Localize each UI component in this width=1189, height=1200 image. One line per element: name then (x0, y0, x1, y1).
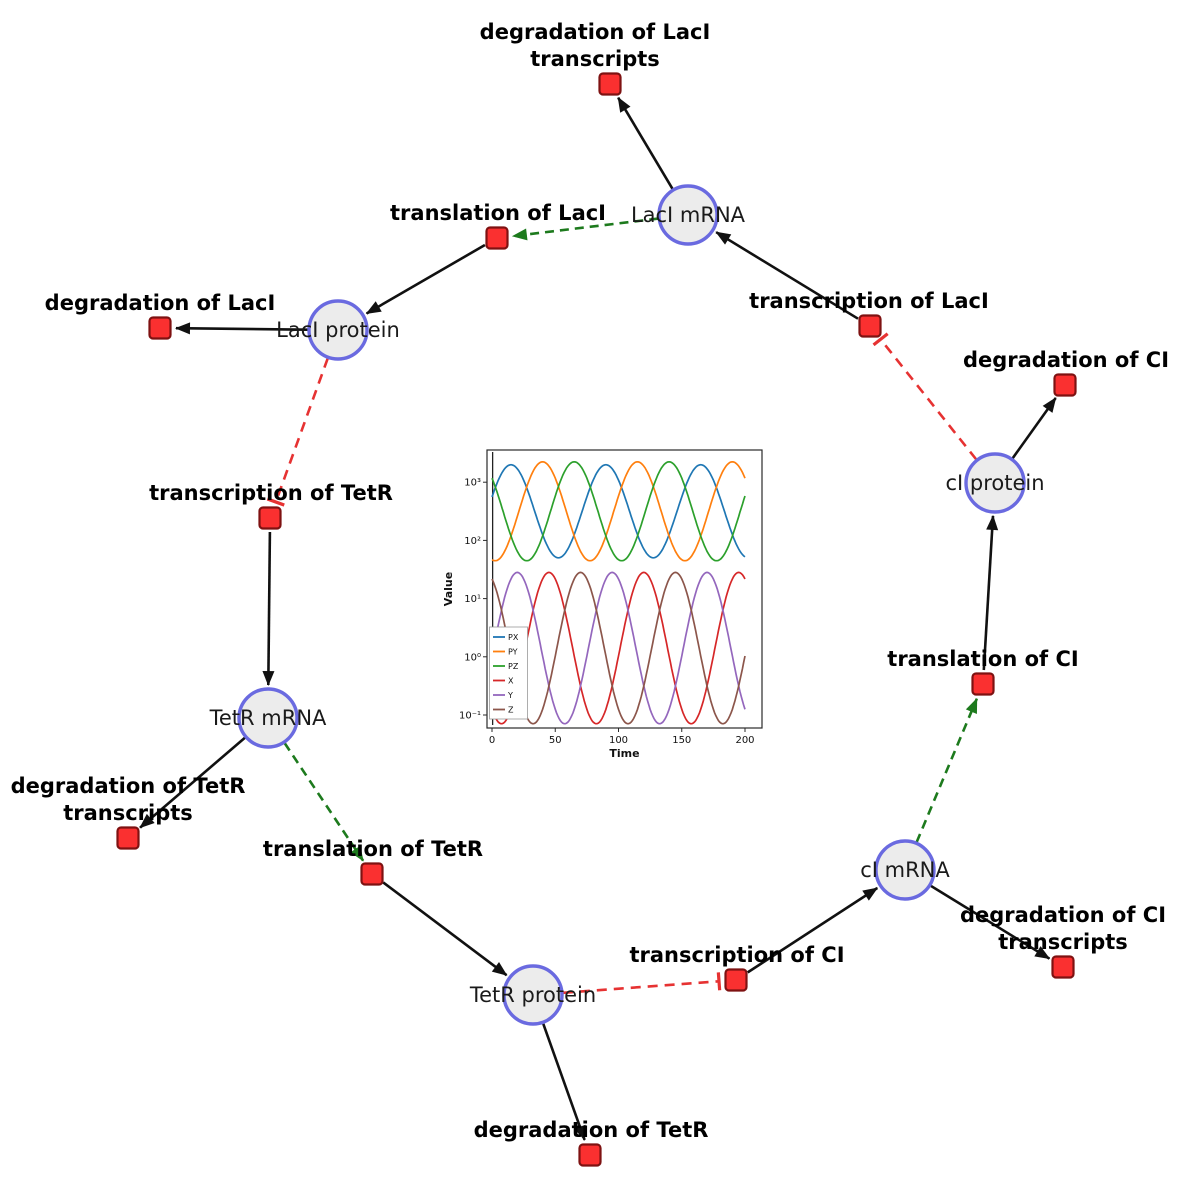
species-label-laci_protein: LacI protein (276, 318, 400, 342)
x-tick-label: 200 (735, 735, 754, 746)
species-label-ci_mrna: cI mRNA (860, 858, 950, 882)
reaction-label-deg_ci_tx-line1: degradation of CI (960, 903, 1166, 927)
edge-consume-ci_protein-deg_ci (1011, 397, 1057, 460)
species-label-ci_protein: cI protein (945, 471, 1044, 495)
legend-label-Z: Z (508, 706, 514, 715)
reaction-label-deg_tetr_tx-line1: degradation of TetR (11, 774, 246, 798)
species-node-tetr_mrna[interactable] (237, 687, 299, 749)
y-tick-label: 10⁰ (464, 652, 481, 663)
legend-label-PY: PY (508, 648, 518, 657)
y-tick-label: 10⁻¹ (459, 711, 481, 722)
species-label-tetr_protein: TetR protein (469, 983, 596, 1007)
edge-activate-tetr_mrna-translation_tetr (283, 742, 365, 862)
reaction-node-translation_ci[interactable] (971, 672, 995, 696)
legend-label-PZ: PZ (508, 662, 519, 671)
reaction-label-transcription_laci: transcription of LacI (749, 289, 989, 313)
series-Z (491, 571, 746, 725)
species-node-tetr_protein[interactable] (502, 964, 564, 1026)
reaction-node-translation_laci[interactable] (485, 226, 509, 250)
legend-box (489, 626, 528, 720)
reaction-label-deg_tetr: degradation of TetR (474, 1118, 709, 1142)
reaction-label-deg_tetr_tx-line2: transcripts (63, 801, 193, 825)
edge-produce-transcription_tetr-tetr_mrna (262, 531, 275, 686)
reaction-label-translation_tetr: translation of TetR (263, 837, 483, 861)
edge-produce-translation_tetr-tetr_protein (382, 881, 508, 977)
reaction-node-deg_laci_tx[interactable] (598, 72, 622, 96)
edges-layer (139, 96, 1057, 1141)
edge-consume-tetr_protein-deg_tetr (541, 1022, 586, 1141)
edge-inhibit-ci_protein-transcription_laci (872, 332, 978, 461)
x-tick-label: 100 (609, 735, 628, 746)
reaction-node-transcription_ci[interactable] (724, 968, 748, 992)
series-X (491, 571, 746, 725)
reaction-label-translation_laci: translation of LacI (390, 201, 606, 225)
reaction-label-translation_ci: translation of CI (887, 647, 1078, 671)
species-label-tetr_mrna: TetR mRNA (209, 706, 327, 730)
species-label-laci_mrna: LacI mRNA (631, 203, 746, 227)
reaction-node-transcription_laci[interactable] (858, 314, 882, 338)
series-PX (491, 463, 746, 559)
reaction-node-transcription_tetr[interactable] (258, 506, 282, 530)
reaction-label-deg_laci: degradation of LacI (45, 291, 276, 315)
y-tick-label: 10³ (464, 478, 481, 489)
reaction-node-deg_tetr[interactable] (578, 1143, 602, 1167)
edge-inhibit-laci_protein-transcription_tetr (266, 357, 330, 507)
edge-produce-transcription_ci-ci_mrna (746, 886, 879, 974)
edge-consume-tetr_mrna-deg_tetr_tx (139, 736, 247, 829)
x-tick-label: 50 (549, 735, 562, 746)
y-axis-label: Value (442, 572, 455, 606)
reaction-label-transcription_tetr: transcription of TetR (149, 481, 393, 505)
x-tick-label: 0 (489, 735, 495, 746)
reaction-node-deg_tetr_tx[interactable] (116, 826, 140, 850)
legend-label-Y: Y (507, 691, 513, 700)
legend-label-PX: PX (508, 633, 519, 642)
edge-activate-laci_mrna-translation_laci (511, 217, 659, 241)
reaction-node-deg_ci_tx[interactable] (1051, 955, 1075, 979)
legend-label-X: X (508, 677, 514, 686)
series-PY (491, 460, 746, 562)
series-Y (491, 571, 746, 725)
reaction-label-transcription_ci: transcription of CI (629, 943, 844, 967)
species-node-ci_protein[interactable] (964, 452, 1026, 514)
edge-produce-translation_laci-laci_protein (365, 243, 486, 315)
edge-activate-ci_mrna-translation_ci (915, 697, 978, 843)
x-axis-label: Time (609, 747, 639, 760)
species-node-ci_mrna[interactable] (874, 839, 936, 901)
edge-consume-ci_mrna-deg_ci_tx (929, 884, 1051, 960)
reaction-label-deg_ci_tx-line2: transcripts (998, 930, 1128, 954)
nodes-layer (116, 72, 1077, 1167)
series-PZ (491, 460, 746, 562)
edge-consume-laci_protein-deg_laci (175, 322, 309, 335)
reaction-label-deg_laci_tx-line2: transcripts (530, 47, 660, 71)
y-tick-label: 10¹ (464, 594, 481, 605)
reaction-label-deg_ci: degradation of CI (963, 348, 1169, 372)
edge-consume-laci_mrna-deg_laci_tx (617, 96, 674, 190)
species-node-laci_mrna[interactable] (657, 184, 719, 246)
x-tick-label: 150 (672, 735, 691, 746)
reaction-node-deg_ci[interactable] (1053, 373, 1077, 397)
reaction-label-deg_laci_tx-line1: degradation of LacI (480, 20, 711, 44)
reaction-node-translation_tetr[interactable] (360, 862, 384, 886)
reaction-node-deg_laci[interactable] (148, 316, 172, 340)
edge-produce-transcription_laci-laci_mrna (715, 231, 859, 320)
y-tick-label: 10² (464, 536, 481, 547)
species-node-laci_protein[interactable] (307, 299, 369, 361)
edge-inhibit-tetr_protein-transcription_ci (562, 972, 722, 995)
edge-produce-translation_ci-ci_protein (982, 514, 999, 671)
